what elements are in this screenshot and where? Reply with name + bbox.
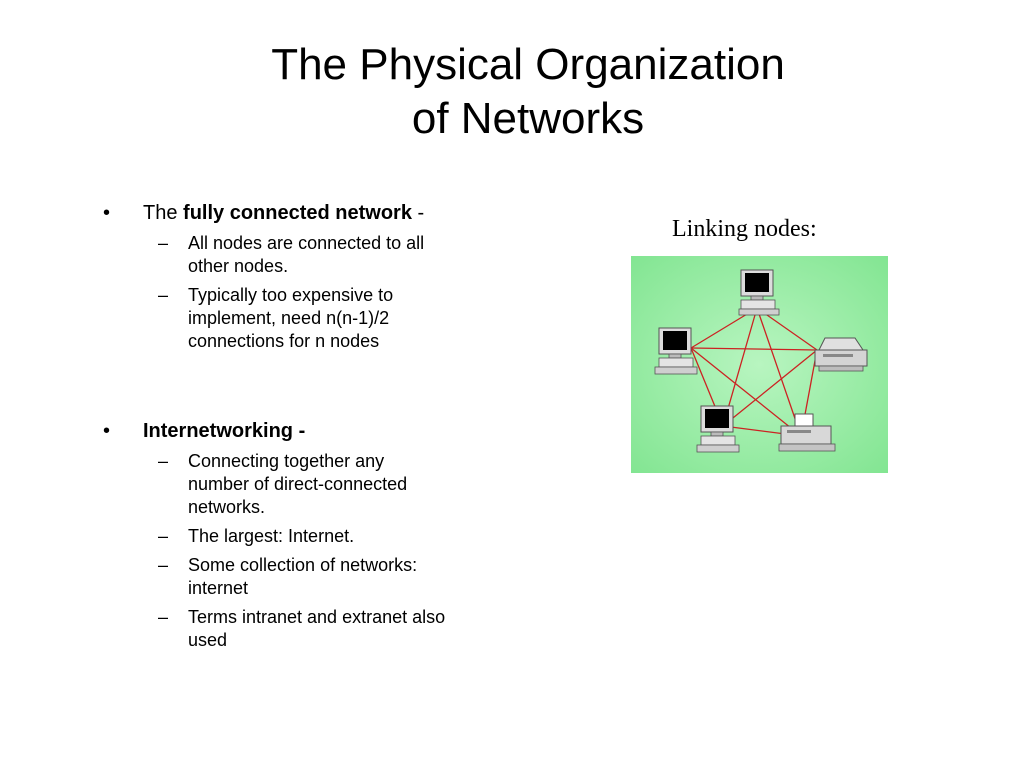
sub-bullet-line: networks. <box>188 497 266 517</box>
dash-marker: – <box>158 555 169 575</box>
link-line <box>756 307 802 437</box>
bullet-marker: • <box>103 420 111 442</box>
bullet-bold-text: Internetworking - <box>143 420 306 442</box>
network-diagram <box>631 256 888 473</box>
computer-icon <box>654 327 698 375</box>
sub-bullet-line: The largest: Internet. <box>188 526 355 546</box>
link-line <box>722 349 818 427</box>
sub-bullet-line: other nodes. <box>188 256 289 276</box>
link-line <box>690 347 818 351</box>
sub-bullet-item: – Some collection of networks: internet <box>158 554 518 600</box>
dash-marker: – <box>158 607 169 627</box>
bullet-bold-text: fully connected network <box>183 202 412 224</box>
sub-bullet-line: All nodes are connected to all <box>188 233 425 253</box>
sub-bullet-line: Some collection of networks: <box>188 555 418 575</box>
sub-bullet-line: number of direct-connected <box>188 474 408 494</box>
dash-marker: – <box>158 451 169 471</box>
bullet-prefix: The <box>143 202 184 224</box>
title-line-2: of Networks <box>411 94 645 143</box>
sub-bullet-line: used <box>188 630 228 650</box>
sub-bullet-item: – Typically too expensive to implement, … <box>158 284 518 353</box>
sub-bullet-item: – Terms intranet and extranet also used <box>158 606 518 652</box>
sub-bullet-item: – All nodes are connected to all other n… <box>158 232 518 278</box>
bullet-marker: • <box>103 202 111 224</box>
link-line <box>690 347 802 437</box>
bullet-item-internetworking: • Internetworking - <box>103 419 306 443</box>
sub-bullet-line: Typically too expensive to <box>188 285 394 305</box>
sub-bullet-line: Terms intranet and extranet also <box>188 607 446 627</box>
computer-icon <box>738 269 780 316</box>
title-line-1: The Physical Organization <box>271 40 785 89</box>
sub-bullet-item: – The largest: Internet. <box>158 525 518 548</box>
sub-bullet-line: Connecting together any <box>188 451 385 471</box>
sub-bullet-line: internet <box>188 578 249 598</box>
bullet-item-fully-connected: • The fully connected network - <box>103 201 425 225</box>
figure-caption: Linking nodes: <box>672 216 817 242</box>
dash-marker: – <box>158 233 169 253</box>
sub-bullet-line: implement, need n(n-1)/2 <box>188 308 390 328</box>
printer-icon <box>814 337 868 372</box>
slide-title: The Physical Organization of Networks <box>0 38 1024 146</box>
printer-icon <box>778 413 836 452</box>
dash-marker: – <box>158 285 169 305</box>
dash-marker: – <box>158 526 169 546</box>
bullet-suffix: - <box>411 202 425 224</box>
computer-icon <box>696 405 740 453</box>
sub-bullet-item: – Connecting together any number of dire… <box>158 450 518 519</box>
sub-bullet-line: connections for n nodes <box>188 331 380 351</box>
